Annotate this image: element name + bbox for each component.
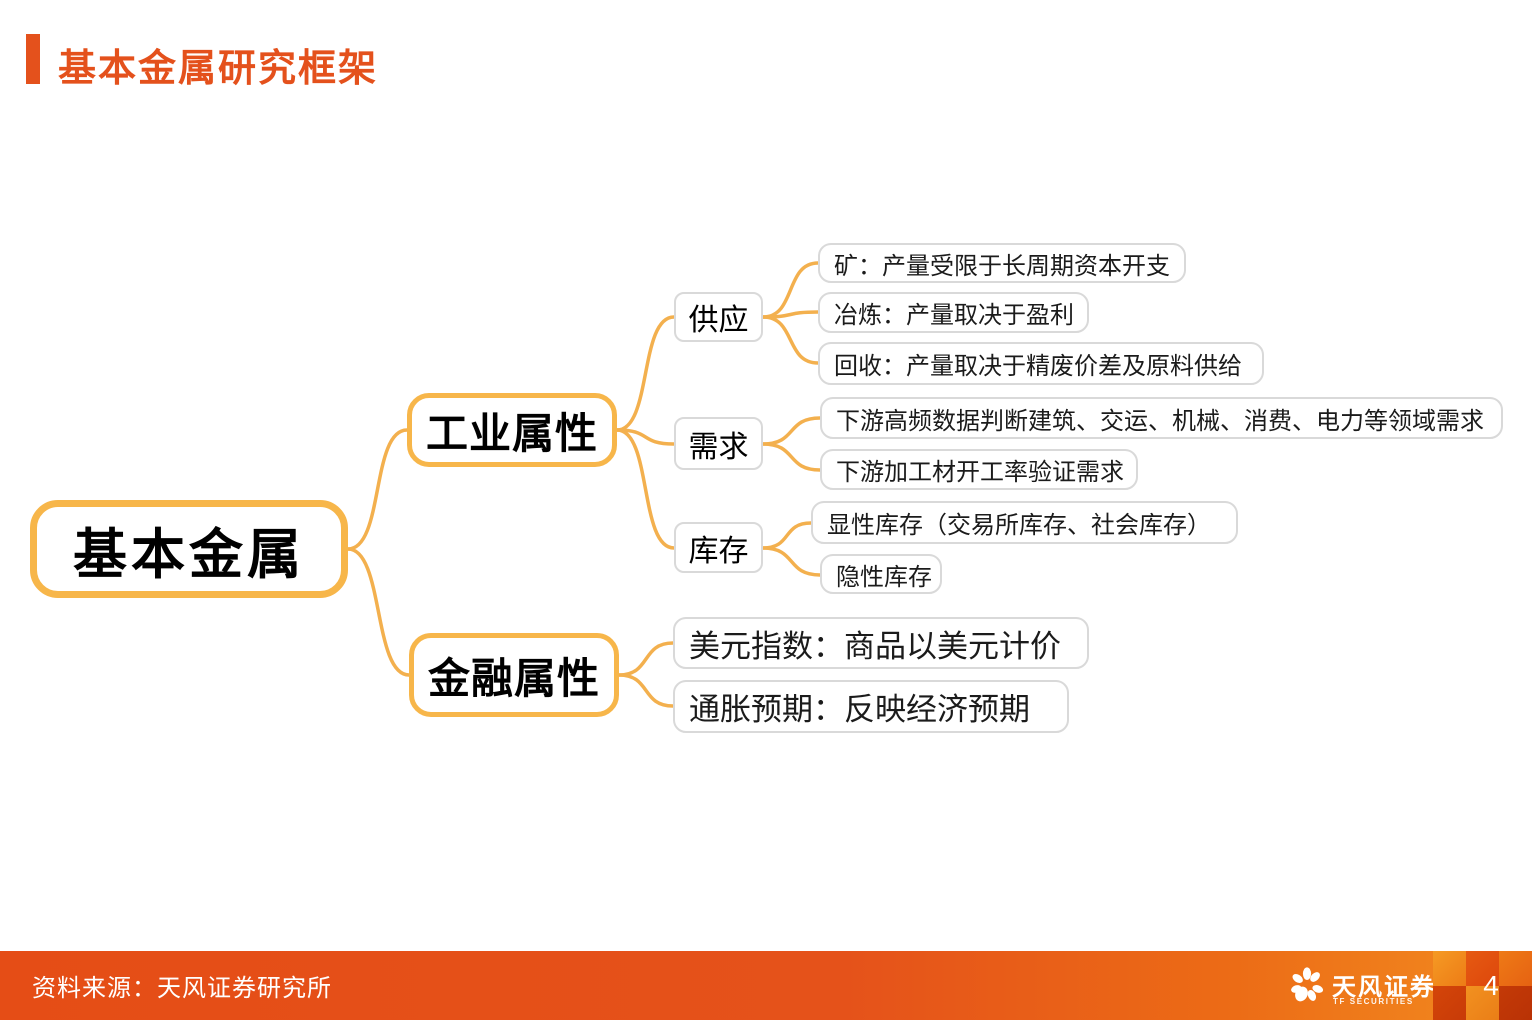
- leaf-demand-processing-rate: 下游加工材开工率验证需求: [820, 449, 1138, 490]
- logo-text-cn: 天风证券: [1332, 974, 1436, 1001]
- leaf-supply-smelting: 冶炼：产量取决于盈利: [818, 292, 1089, 333]
- leaf-inventory-implicit: 隐性库存: [820, 554, 942, 594]
- leaf-demand-downstream-data: 下游高频数据判断建筑、交运、机械、消费、电力等领域需求: [820, 397, 1503, 439]
- node-root-basic-metals: 基本金属: [30, 500, 348, 598]
- page-title: 基本金属研究框架: [58, 48, 379, 90]
- node-category-inventory: 库存: [674, 522, 763, 573]
- footer: 资料来源：天风证券研究所 天风证券 TF SECURITIES 4: [0, 951, 1532, 1020]
- leaf-financial-inflation: 通胀预期：反映经济预期: [673, 680, 1069, 733]
- leaf-supply-mining: 矿：产量受限于长周期资本开支: [818, 243, 1186, 283]
- leaf-financial-dollar-index: 美元指数：商品以美元计价: [673, 617, 1089, 669]
- page-number: 4: [1483, 969, 1499, 1001]
- title-accent-bar: [26, 34, 40, 84]
- node-branch-industrial: 工业属性: [407, 393, 617, 467]
- logo-text-en: TF SECURITIES: [1333, 997, 1414, 1006]
- footer-mosaic-decoration: [1433, 951, 1532, 1020]
- node-branch-financial: 金融属性: [409, 633, 619, 717]
- leaf-supply-recycling: 回收：产量取决于精废价差及原料供给: [818, 342, 1264, 385]
- node-category-demand: 需求: [674, 417, 763, 470]
- tf-flower-icon: [1291, 967, 1324, 1002]
- source-note: 资料来源：天风证券研究所: [32, 975, 332, 1002]
- leaf-inventory-explicit: 显性库存（交易所库存、社会库存）: [811, 501, 1238, 544]
- tf-securities-logo: 天风证券 TF SECURITIES: [1288, 957, 1438, 1015]
- node-category-supply: 供应: [674, 292, 763, 342]
